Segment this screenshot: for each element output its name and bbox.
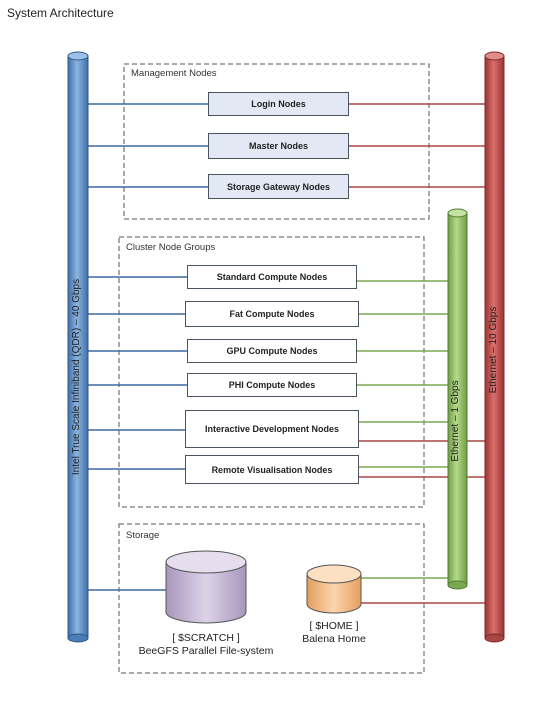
cluster-group-border [118, 236, 425, 508]
storage-group-label: Storage [126, 530, 160, 541]
storage-group-border [118, 523, 425, 674]
standard-compute-nodes-box: Standard Compute Nodes [187, 265, 357, 289]
ethernet-1g-label: Ethernet – 1 Gbps [450, 380, 461, 462]
ethernet-10g-pipe [484, 51, 505, 643]
infiniband-pipe [67, 51, 89, 643]
storage-gateway-nodes-box: Storage Gateway Nodes [208, 174, 349, 199]
scratch-storage-label: [ $SCRATCH ] BeeGFS Parallel File-system [126, 632, 286, 658]
home-storage-label: [ $HOME ] Balena Home [289, 620, 379, 646]
fat-compute-nodes-box: Fat Compute Nodes [185, 301, 359, 327]
scratch-label-line2: BeeGFS Parallel File-system [138, 645, 274, 657]
home-label-line1: [ $HOME ] [309, 620, 359, 632]
home-label-line2: Balena Home [302, 633, 366, 645]
infiniband-links [88, 103, 208, 591]
scratch-storage-disk [165, 550, 247, 624]
master-nodes-box: Master Nodes [208, 133, 349, 159]
ethernet-10g-label: Ethernet – 10 Gbps [488, 306, 499, 394]
cluster-group-label: Cluster Node Groups [126, 242, 216, 253]
interactive-development-nodes-box: Interactive Development Nodes [185, 410, 359, 448]
ethernet-1g-pipe [447, 208, 468, 590]
ethernet-1g-links [357, 280, 448, 579]
phi-compute-nodes-box: PHI Compute Nodes [187, 373, 357, 397]
management-group-border [123, 63, 430, 220]
scratch-label-line1: [ $SCRATCH ] [172, 632, 240, 644]
page-title: System Architecture [7, 6, 114, 20]
management-group-label: Management Nodes [131, 68, 217, 79]
remote-visualisation-nodes-box: Remote Visualisation Nodes [185, 455, 359, 484]
home-storage-disk [306, 564, 362, 614]
infiniband-label: Intel True Scale Infiniband (QDR) – 40 G… [71, 278, 82, 476]
login-nodes-box: Login Nodes [208, 92, 349, 116]
gpu-compute-nodes-box: GPU Compute Nodes [187, 339, 357, 363]
